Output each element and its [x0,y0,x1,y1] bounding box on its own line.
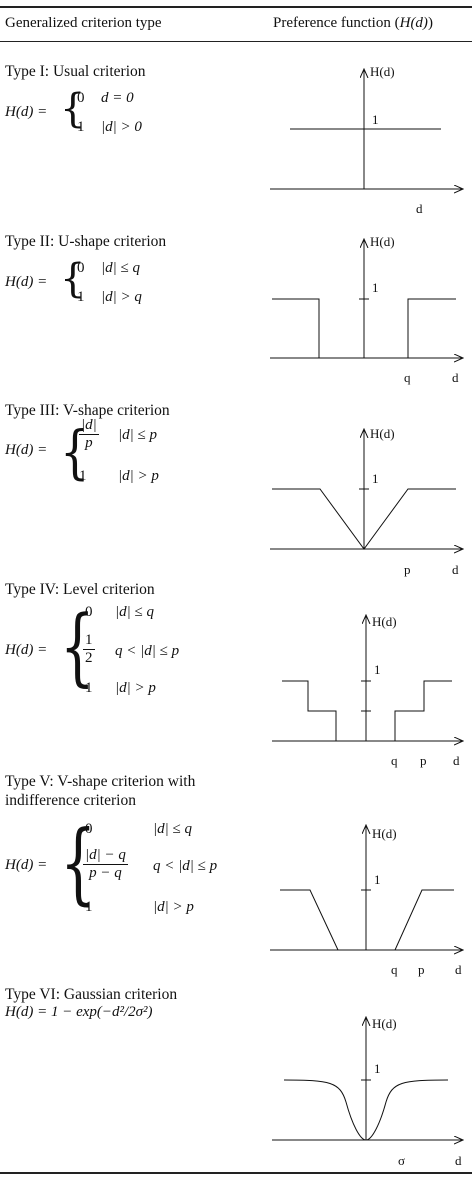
type-1-formula: H(d) = { 0 d = 0 1 |d| > 0 [5,86,142,135]
preference-curve-right [394,889,454,951]
type-2-plot: H(d) 1 q d [260,232,472,392]
preference-curve-right [394,680,452,741]
preference-curve-left [280,889,339,951]
type-3-title: Type III: V-shape criterion [5,402,170,419]
x-axis-label: d [455,1153,462,1168]
x-axis-label: d [455,962,462,977]
type-5-title: Type V: V-shape criterion with indiffere… [5,773,196,809]
y-axis-label: H(d) [370,234,395,249]
tick-label-p: p [418,962,425,977]
type-3-formula: H(d) = { |d| p |d| ≤ p 1 |d| > p [5,417,159,486]
type-4-formula: H(d) = { 0 |d| ≤ q 1 2 q < |d| ≤ p 1 |d|… [5,597,180,696]
type-6-plot: H(d) 1 σ d [260,1010,472,1170]
one-label: 1 [372,280,379,295]
preference-curve-left [282,680,337,741]
tick-label-p: p [404,562,411,577]
x-axis-label: d [452,562,459,577]
type-4-title: Type IV: Level criterion [5,581,155,598]
tick-label-q: q [391,962,398,977]
type-2-formula: H(d) = { 0 |d| ≤ q 1 |d| > q [5,256,142,305]
column-header-criterion-type: Generalized criterion type [5,15,162,31]
y-axis-label: H(d) [372,1016,397,1031]
type-3-plot: H(d) 1 p d [260,422,472,582]
one-label: 1 [372,471,379,486]
tick-label-p: p [420,753,427,768]
column-header-preference-function: Preference function (H(d)) [273,15,433,31]
y-axis-label: H(d) [370,426,395,441]
top-rule [0,6,472,8]
type-5-plot: H(d) 1 q p d [260,818,472,978]
y-axis-label: H(d) [370,64,395,79]
type-1-title: Type I: Usual criterion [5,63,146,80]
x-axis-label: d [416,201,423,216]
y-axis-label: H(d) [372,826,397,841]
header-rule [0,41,472,42]
type-4-plot: H(d) 1 q p d [260,608,472,768]
one-label: 1 [372,112,379,127]
tick-label-sigma: σ [398,1153,405,1168]
bottom-rule [0,1172,472,1174]
preference-curve-left [272,298,320,358]
one-label: 1 [374,872,381,887]
type-5-formula: H(d) = { 0 |d| ≤ q |d| − q p − q q < |d|… [5,811,218,915]
tick-label-q: q [404,370,411,385]
preference-curve [272,488,456,550]
type-6-formula: H(d) = 1 − exp(−d²/2σ²) [5,1004,153,1020]
preference-curve-right [407,298,456,358]
tick-label-q: q [391,753,398,768]
type-1-plot: H(d) 1 d [260,62,472,222]
x-axis-label: d [452,370,459,385]
one-label: 1 [374,1061,381,1076]
type-6-title: Type VI: Gaussian criterion [5,986,178,1003]
preference-curve [283,1079,449,1141]
y-axis-label: H(d) [372,614,397,629]
one-label: 1 [374,662,381,677]
x-axis-label: d [453,753,460,768]
type-2-title: Type II: U-shape criterion [5,233,167,250]
